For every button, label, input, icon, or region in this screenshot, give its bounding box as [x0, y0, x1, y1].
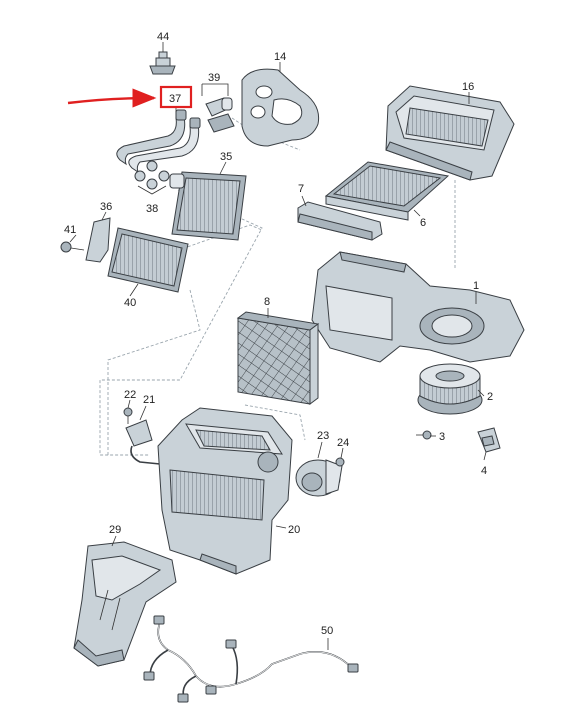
callout-36: 36: [100, 201, 112, 213]
callout-2: 2: [487, 391, 493, 403]
highlight-box: [159, 85, 193, 109]
part-20-heater-box: [157, 407, 293, 575]
highlight-annotation: [67, 85, 193, 109]
callout-7: 7: [298, 183, 304, 195]
part-7-filter-frame: [297, 201, 383, 241]
callout-21: 21: [143, 394, 155, 406]
callout-1: 1: [473, 280, 479, 292]
part-44-fitting: [149, 51, 176, 75]
callout-29: 29: [109, 524, 121, 536]
callout-23: 23: [317, 430, 329, 442]
part-50-wiring-harness: [143, 615, 359, 703]
part-38-screws: [134, 160, 170, 190]
part-1-blower-housing: [311, 251, 525, 363]
part-29-air-duct: [73, 541, 177, 667]
callout-44: 44: [157, 31, 169, 43]
callout-38: 38: [146, 203, 158, 215]
callout-37: 37: [169, 93, 181, 105]
part-22-screw: [123, 407, 133, 424]
part-3-screw: [416, 430, 432, 440]
callout-41: 41: [64, 224, 76, 236]
callout-6: 6: [420, 217, 426, 229]
part-6-cabin-filter: [324, 161, 450, 221]
part-41-screw: [60, 241, 85, 253]
part-37-pipe-set: [116, 109, 201, 174]
part-16-upper-housing: [385, 85, 515, 181]
callout-16: 16: [462, 81, 474, 93]
callout-22: 22: [124, 389, 136, 401]
callout-3: 3: [439, 431, 445, 443]
part-4-resistor: [477, 427, 501, 453]
callout-20: 20: [288, 524, 300, 536]
part-2-blower-motor: [417, 363, 483, 415]
callout-40: 40: [124, 297, 136, 309]
part-39-connectors: [205, 97, 235, 133]
callout-24: 24: [337, 437, 349, 449]
part-40-evaporator: [107, 227, 189, 293]
part-14-gasket: [241, 68, 320, 147]
callout-14: 14: [274, 51, 286, 63]
callout-39: 39: [208, 72, 220, 84]
callout-labels: 44 14 39 37 16 35 38 7 6 36 41 40 1 8 22…: [64, 31, 493, 637]
part-36-bracket: [85, 217, 111, 263]
callout-leaders: [69, 42, 487, 650]
callout-35: 35: [220, 151, 232, 163]
part-24-screw: [335, 457, 345, 467]
callout-8: 8: [264, 296, 270, 308]
highlight-arrow: [67, 88, 157, 108]
callout-50: 50: [321, 625, 333, 637]
callout-4: 4: [481, 465, 487, 477]
part-35-heater-core: [169, 171, 247, 241]
part-21-sensor: [125, 419, 161, 465]
part-8-mesh-filter: [236, 311, 320, 405]
part-23-actuator: [295, 459, 343, 497]
